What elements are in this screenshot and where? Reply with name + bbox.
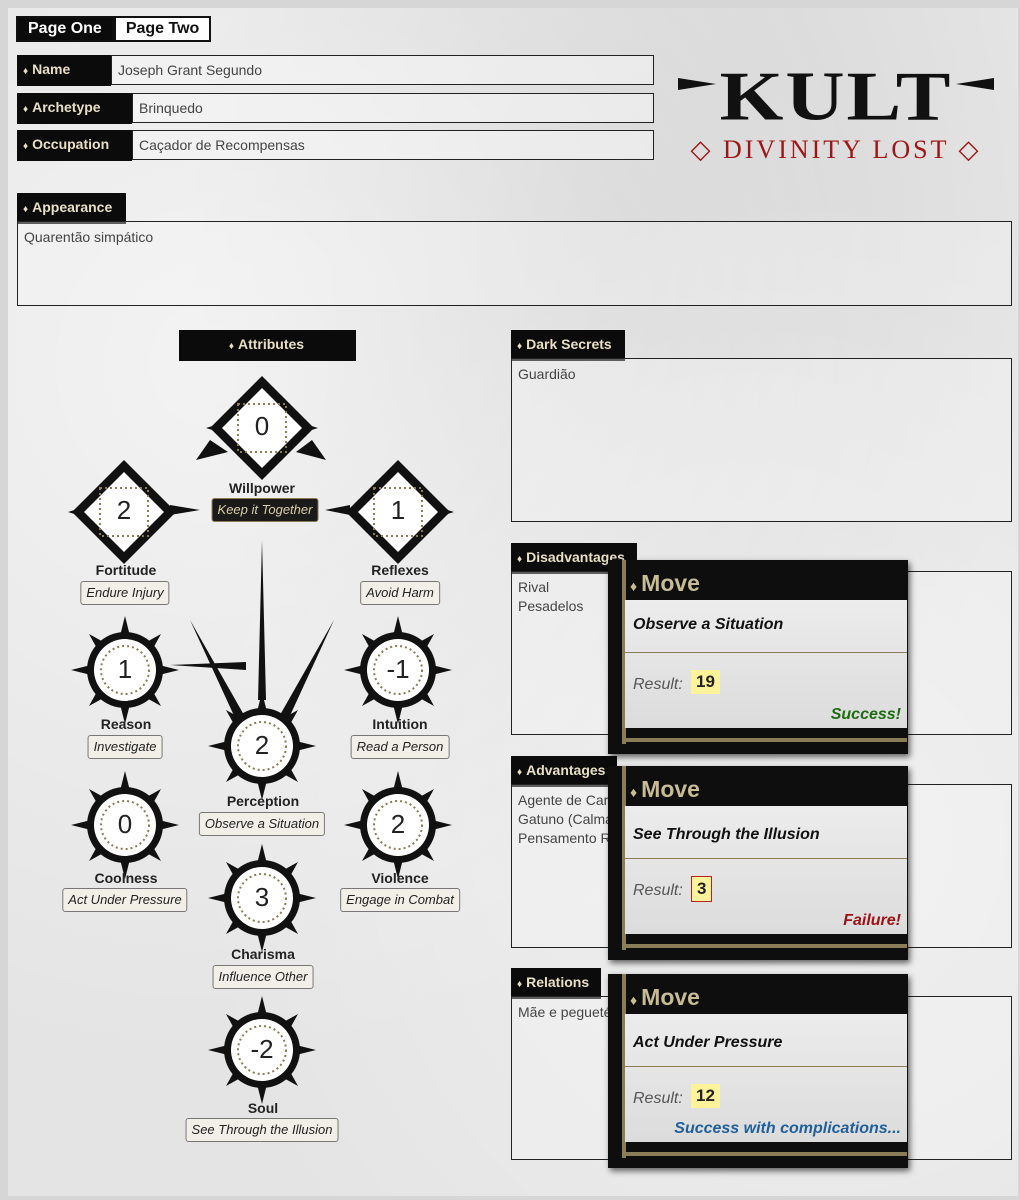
move-result-card: ♦Move Observe a Situation Result: 19 Suc…	[608, 560, 908, 754]
intuition-name: Intuition	[372, 716, 428, 732]
card-outcome: Failure!	[843, 912, 901, 929]
card-result-value: 12	[691, 1084, 720, 1108]
coolness-name: Coolness	[94, 870, 158, 886]
perception-name: Perception	[226, 793, 300, 809]
disadvantage-line: Pesadelos	[518, 598, 584, 614]
name-field[interactable]: Joseph Grant Segundo	[111, 55, 654, 85]
card-move-name: See Through the Illusion	[633, 826, 820, 843]
move-see-through-the-illusion[interactable]: See Through the Illusion	[185, 1118, 339, 1142]
disadvantages-label: ♦Disadvantages	[511, 543, 637, 574]
charisma-value[interactable]: 3	[254, 882, 270, 912]
advantage-line: Pensamento R	[518, 830, 611, 846]
move-result-card: ♦Move See Through the Illusion Result: 3…	[608, 766, 908, 960]
reflexes-name: Reflexes	[371, 562, 429, 578]
move-engage-in-combat[interactable]: Engage in Combat	[340, 888, 460, 912]
card-result-label: Result:	[633, 676, 683, 693]
fortitude-name: Fortitude	[95, 562, 157, 578]
appearance-textarea[interactable]: Quarentão simpático	[17, 221, 1012, 306]
advantages-label: ♦Advantages	[511, 756, 617, 787]
card-divider	[625, 1066, 907, 1067]
card-result-value: 3	[691, 876, 713, 902]
page-tabs: Page One Page Two	[16, 16, 212, 42]
archetype-field[interactable]: Brinquedo	[132, 93, 654, 123]
card-rail	[625, 944, 907, 948]
willpower-value[interactable]: 0	[254, 411, 270, 441]
svg-text:KULT: KULT	[720, 58, 953, 135]
card-move-name: Observe a Situation	[633, 616, 784, 633]
appearance-label: ♦Appearance	[17, 193, 126, 224]
charisma-name: Charisma	[231, 946, 295, 962]
card-outcome: Success!	[830, 706, 901, 723]
name-label: ♦Name	[17, 55, 111, 86]
card-result-label: Result:	[633, 1090, 683, 1107]
tab-page-one[interactable]: Page One	[16, 16, 114, 42]
violence-name: Violence	[371, 870, 429, 886]
soul-name: Soul	[247, 1100, 279, 1116]
kult-logo: KULT ◇ DIVINITY LOST ◇	[676, 50, 996, 175]
move-result-card: ♦Move Act Under Pressure Result: 12 Succ…	[608, 974, 908, 1168]
advantage-line: Agente de Car	[518, 792, 609, 808]
perception-value[interactable]: 2	[254, 730, 270, 760]
move-keep-it-together[interactable]: Keep it Together	[211, 498, 319, 522]
card-divider	[625, 652, 907, 653]
card-header: ♦Move	[630, 776, 700, 802]
move-act-under-pressure[interactable]: Act Under Pressure	[62, 888, 188, 912]
attribute-tree	[67, 375, 455, 1105]
intuition-value[interactable]: -1	[386, 654, 410, 684]
relations-label: ♦Relations	[511, 968, 601, 999]
card-header: ♦Move	[630, 984, 700, 1010]
card-rail	[625, 738, 907, 742]
occupation-field[interactable]: Caçador de Recompensas	[132, 130, 654, 160]
archetype-label: ♦Archetype	[17, 93, 132, 124]
card-result-value: 19	[691, 670, 720, 694]
attributes-title: ♦Attributes	[179, 330, 356, 361]
card-rail	[622, 560, 626, 744]
relation-line: Mãe e pegueté	[518, 1004, 612, 1020]
reflexes-value[interactable]: 1	[390, 495, 406, 525]
card-result-label: Result:	[633, 882, 683, 899]
card-header: ♦Move	[630, 570, 700, 596]
advantage-line: Gatuno (Calma	[518, 811, 613, 827]
move-read-a-person[interactable]: Read a Person	[350, 735, 450, 759]
card-panel: Act Under Pressure Result: 12 Success wi…	[625, 1014, 907, 1142]
coolness-value[interactable]: 0	[117, 809, 133, 839]
move-investigate[interactable]: Investigate	[87, 735, 163, 759]
willpower-name: Willpower	[229, 480, 295, 496]
fortitude-value[interactable]: 2	[116, 495, 132, 525]
dark-secrets-label: ♦Dark Secrets	[511, 330, 625, 361]
svg-text:◇ DIVINITY LOST ◇: ◇ DIVINITY LOST ◇	[690, 135, 981, 164]
violence-value[interactable]: 2	[390, 809, 406, 839]
card-rail	[625, 1152, 907, 1156]
tab-page-two[interactable]: Page Two	[113, 16, 212, 42]
card-rail	[622, 766, 626, 950]
disadvantage-line: Rival	[518, 579, 550, 595]
card-outcome: Success with complications...	[674, 1120, 901, 1137]
card-panel: Observe a Situation Result: 19 Success!	[625, 600, 907, 728]
move-avoid-harm[interactable]: Avoid Harm	[360, 581, 440, 605]
move-influence-other[interactable]: Influence Other	[212, 965, 314, 989]
card-move-name: Act Under Pressure	[633, 1034, 783, 1051]
occupation-label: ♦Occupation	[17, 130, 132, 161]
reason-name: Reason	[100, 716, 152, 732]
move-endure-injury[interactable]: Endure Injury	[80, 581, 170, 605]
card-panel: See Through the Illusion Result: 3 Failu…	[625, 806, 907, 934]
dark-secrets-textarea[interactable]: Guardião	[511, 358, 1012, 522]
dark-secret-line: Guardião	[518, 366, 576, 382]
card-divider	[625, 858, 907, 859]
move-observe-a-situation[interactable]: Observe a Situation	[198, 812, 326, 836]
card-rail	[622, 974, 626, 1158]
soul-value[interactable]: -2	[250, 1034, 274, 1064]
reason-value[interactable]: 1	[117, 654, 133, 684]
